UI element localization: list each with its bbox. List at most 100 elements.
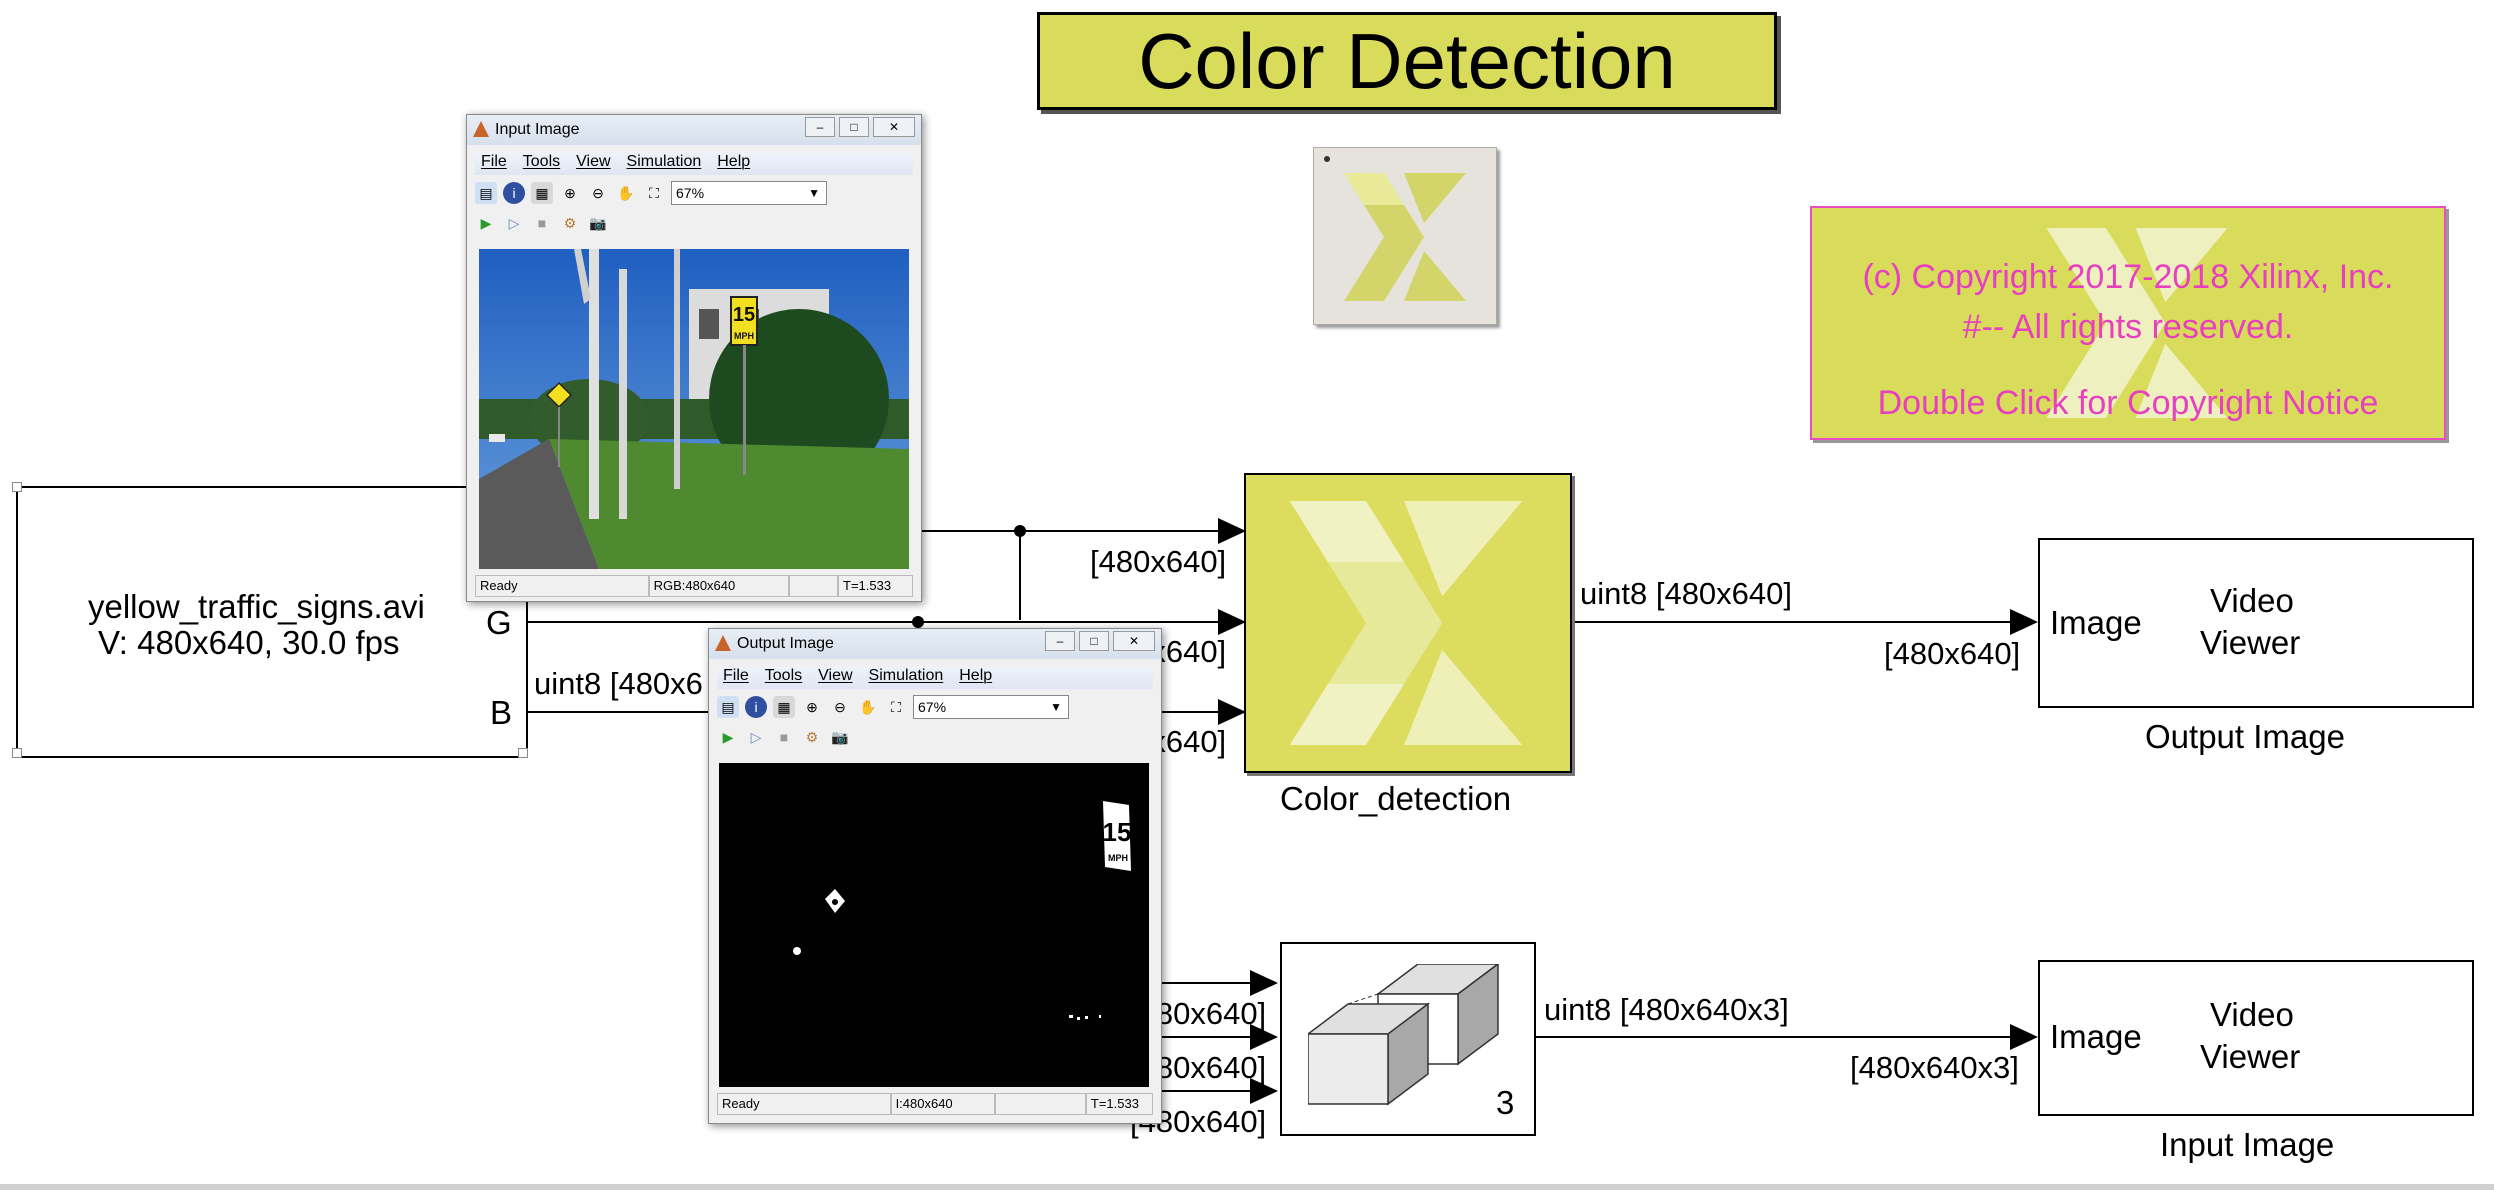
zoom-out-icon[interactable]: ⊖ <box>834 698 846 715</box>
signal-concat-type: uint8 [480x640x3] <box>1544 992 1789 1027</box>
sign-number: 15 <box>733 304 755 326</box>
mask-sign-number: 15 <box>1103 817 1132 847</box>
viewer-label-line2: Viewer <box>2200 624 2301 661</box>
status-type: RGB:480x640 <box>648 575 789 597</box>
step-icon[interactable]: ▷ <box>750 728 762 745</box>
status-time: T=1.533 <box>1085 1093 1153 1115</box>
source-file-info: V: 480x640, 30.0 fps <box>98 624 400 661</box>
signal-dim-1: [480x640] <box>1090 544 1227 579</box>
viewer-label-line1: Video <box>2210 582 2294 619</box>
print-icon[interactable]: ▤ <box>475 182 497 204</box>
block-dot <box>1324 156 1330 162</box>
pan-icon[interactable]: ✋ <box>859 698 877 715</box>
run-icon[interactable]: ▶ <box>480 214 492 231</box>
window-titlebar[interactable]: Output Image – □ ✕ <box>709 629 1161 659</box>
print-icon[interactable]: ▤ <box>717 696 739 718</box>
info-icon[interactable]: i <box>503 182 525 204</box>
resize-handle[interactable] <box>518 748 528 758</box>
zoom-in-icon[interactable]: ⊕ <box>806 698 818 715</box>
status-ready: Ready <box>717 1093 891 1115</box>
snapshot-icon[interactable]: 📷 <box>589 214 607 231</box>
binary-mask-image: 15 MPH <box>793 801 1132 1020</box>
source-file-name: yellow_traffic_signs.avi <box>88 588 425 625</box>
menu-view[interactable]: View <box>576 153 611 170</box>
close-button[interactable]: ✕ <box>1113 631 1155 651</box>
concat-count: 3 <box>1496 1084 1515 1121</box>
copyright-line-3: Double Click for Copyright Notice <box>1877 384 2379 422</box>
zoom-select[interactable]: 67% ▼ <box>913 695 1069 719</box>
menu-tools[interactable]: Tools <box>764 667 803 684</box>
dropdown-arrow-icon: ▼ <box>808 186 820 200</box>
menu-file[interactable]: File <box>723 667 749 684</box>
maximize-button[interactable]: □ <box>1079 631 1109 651</box>
signal-b-type: uint8 [480x6 <box>534 666 703 701</box>
viewer-label-line1: Video <box>2210 996 2294 1033</box>
stop-icon[interactable]: ■ <box>537 215 547 231</box>
street-scene-image: 15 MPH <box>479 249 909 569</box>
pan-icon[interactable]: ✋ <box>617 184 635 201</box>
xilinx-logo-block[interactable] <box>1313 147 1497 325</box>
status-empty <box>995 1093 1086 1115</box>
port-g-label: G <box>486 604 512 641</box>
zoom-out-icon[interactable]: ⊖ <box>592 184 604 201</box>
output-image-window[interactable]: Output Image – □ ✕ File Tools View Simul… <box>708 628 1162 1124</box>
zoom-value: 67% <box>676 185 705 201</box>
sign-unit: MPH <box>734 331 754 341</box>
matlab-icon <box>715 635 731 651</box>
info-icon[interactable]: i <box>745 696 767 718</box>
run-icon[interactable]: ▶ <box>722 728 734 745</box>
fit-to-view-icon[interactable]: ⛶ <box>891 698 901 715</box>
fit-to-view-icon[interactable]: ⛶ <box>649 184 659 201</box>
from-multimedia-file-block[interactable]: yellow_traffic_signs.avi V: 480x640, 30.… <box>16 486 528 758</box>
zoom-in-icon[interactable]: ⊕ <box>564 184 576 201</box>
stop-icon[interactable]: ■ <box>779 729 789 745</box>
cube-concat-icon <box>1308 964 1500 1106</box>
horizontal-scrollbar[interactable] <box>0 1184 2494 1190</box>
output-video-viewer-block[interactable]: Image Video Viewer <box>2038 538 2474 708</box>
resize-handle[interactable] <box>12 748 22 758</box>
status-time: T=1.533 <box>838 575 914 597</box>
zoom-select[interactable]: 67% ▼ <box>671 181 827 205</box>
mask-sign-unit: MPH <box>1108 853 1128 863</box>
menu-bar: File Tools View Simulation Help <box>475 153 913 175</box>
copyright-line-2: #-- All rights reserved. <box>1962 308 2294 346</box>
input-video-frame: 15 MPH <box>479 249 909 569</box>
window-title: Input Image <box>495 121 580 138</box>
menu-view[interactable]: View <box>818 667 853 684</box>
highlight-block-icon[interactable]: ⚙ <box>805 728 819 745</box>
menu-tools[interactable]: Tools <box>522 153 561 170</box>
minimize-button[interactable]: – <box>805 117 835 137</box>
properties-icon[interactable]: ▦ <box>773 696 795 718</box>
maximize-button[interactable]: □ <box>839 117 869 137</box>
menu-simulation[interactable]: Simulation <box>626 153 702 170</box>
color-detection-block[interactable] <box>1244 473 1572 773</box>
menu-help[interactable]: Help <box>959 667 993 684</box>
highlight-block-icon[interactable]: ⚙ <box>563 214 577 231</box>
input-image-window[interactable]: Input Image – □ ✕ File Tools View Simula… <box>466 114 922 602</box>
step-icon[interactable]: ▷ <box>508 214 520 231</box>
menu-simulation[interactable]: Simulation <box>868 667 944 684</box>
xilinx-logo-icon <box>1289 501 1523 745</box>
color-detection-label: Color_detection <box>1280 780 1512 817</box>
viewer-port-label: Image <box>2050 604 2142 641</box>
resize-handle[interactable] <box>12 482 22 492</box>
snapshot-icon[interactable]: 📷 <box>831 728 849 745</box>
menu-help[interactable]: Help <box>717 153 751 170</box>
matrix-concatenate-block[interactable]: 3 <box>1280 942 1536 1136</box>
menu-file[interactable]: File <box>481 153 507 170</box>
close-button[interactable]: ✕ <box>873 117 915 137</box>
signal-concat-dim: [480x640x3] <box>1850 1050 2019 1085</box>
input-video-viewer-block[interactable]: Image Video Viewer <box>2038 960 2474 1116</box>
status-type: I:480x640 <box>890 1093 996 1115</box>
matlab-icon <box>473 121 489 137</box>
window-titlebar[interactable]: Input Image – □ ✕ <box>467 115 921 145</box>
copyright-notice[interactable]: (c) Copyright 2017-2018 Xilinx, Inc. #--… <box>1810 206 2446 440</box>
viewer-port-label: Image <box>2050 1018 2142 1055</box>
dropdown-arrow-icon: ▼ <box>1050 700 1062 714</box>
minimize-button[interactable]: – <box>1045 631 1075 651</box>
zoom-value: 67% <box>918 699 947 715</box>
properties-icon[interactable]: ▦ <box>531 182 553 204</box>
viewer-label-line2: Viewer <box>2200 1038 2301 1075</box>
status-empty <box>788 575 839 597</box>
status-ready: Ready <box>475 575 649 597</box>
